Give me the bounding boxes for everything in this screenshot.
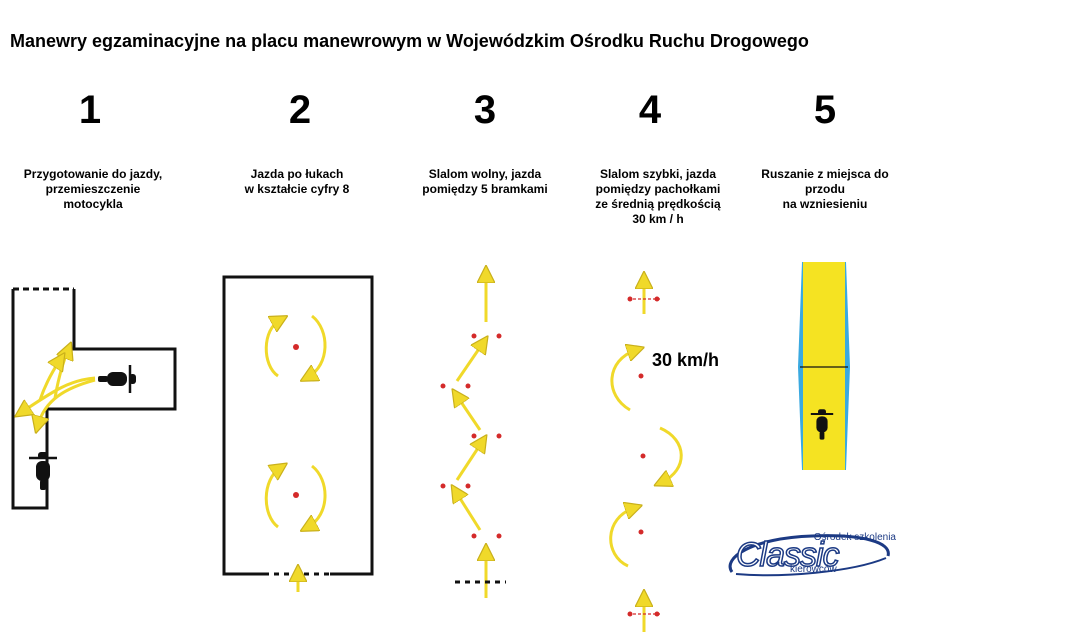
- maneuver-number-4: 4: [638, 88, 662, 132]
- logo-bottom-text: kierowców: [790, 564, 837, 575]
- logo-top-text: Ośrodek szkolenia: [813, 532, 896, 543]
- maneuver-caption-4: Slalom szybki, jazda pomiędzy pachołkami…: [595, 167, 721, 226]
- logo-swoosh-icon: [728, 534, 890, 577]
- maneuver-1-diagram: [11, 287, 177, 510]
- logo-main-text: Classic: [735, 535, 840, 575]
- maneuver-number-1: 1: [78, 88, 102, 132]
- maneuver-caption-3: Slalom wolny, jazda pomiędzy 5 bramkami: [422, 167, 548, 196]
- maneuver-number-3: 3: [473, 88, 497, 132]
- maneuver-number-5: 5: [813, 88, 837, 132]
- page-title: Manewry egzaminacyjne na placu manewrowy…: [10, 31, 809, 51]
- maneuver-number-2: 2: [288, 88, 312, 132]
- maneuver-caption-2: Jazda po łukach w kształcie cyfry 8: [244, 167, 350, 196]
- maneuver-4-diagram: [609, 280, 683, 632]
- company-logo: Ośrodek szkolenia Classic kierowców: [722, 528, 898, 580]
- speed-label: 30 km/h: [652, 350, 720, 370]
- maneuver-5-diagram: [798, 262, 850, 470]
- maneuver-caption-5: Ruszanie z miejsca do przodu na wzniesie…: [761, 167, 889, 211]
- maneuver-caption-1: Przygotowanie do jazdy, przemieszczenie …: [23, 167, 163, 211]
- maneuver-2-diagram: [222, 275, 374, 592]
- maneuver-3-diagram: [440, 274, 506, 598]
